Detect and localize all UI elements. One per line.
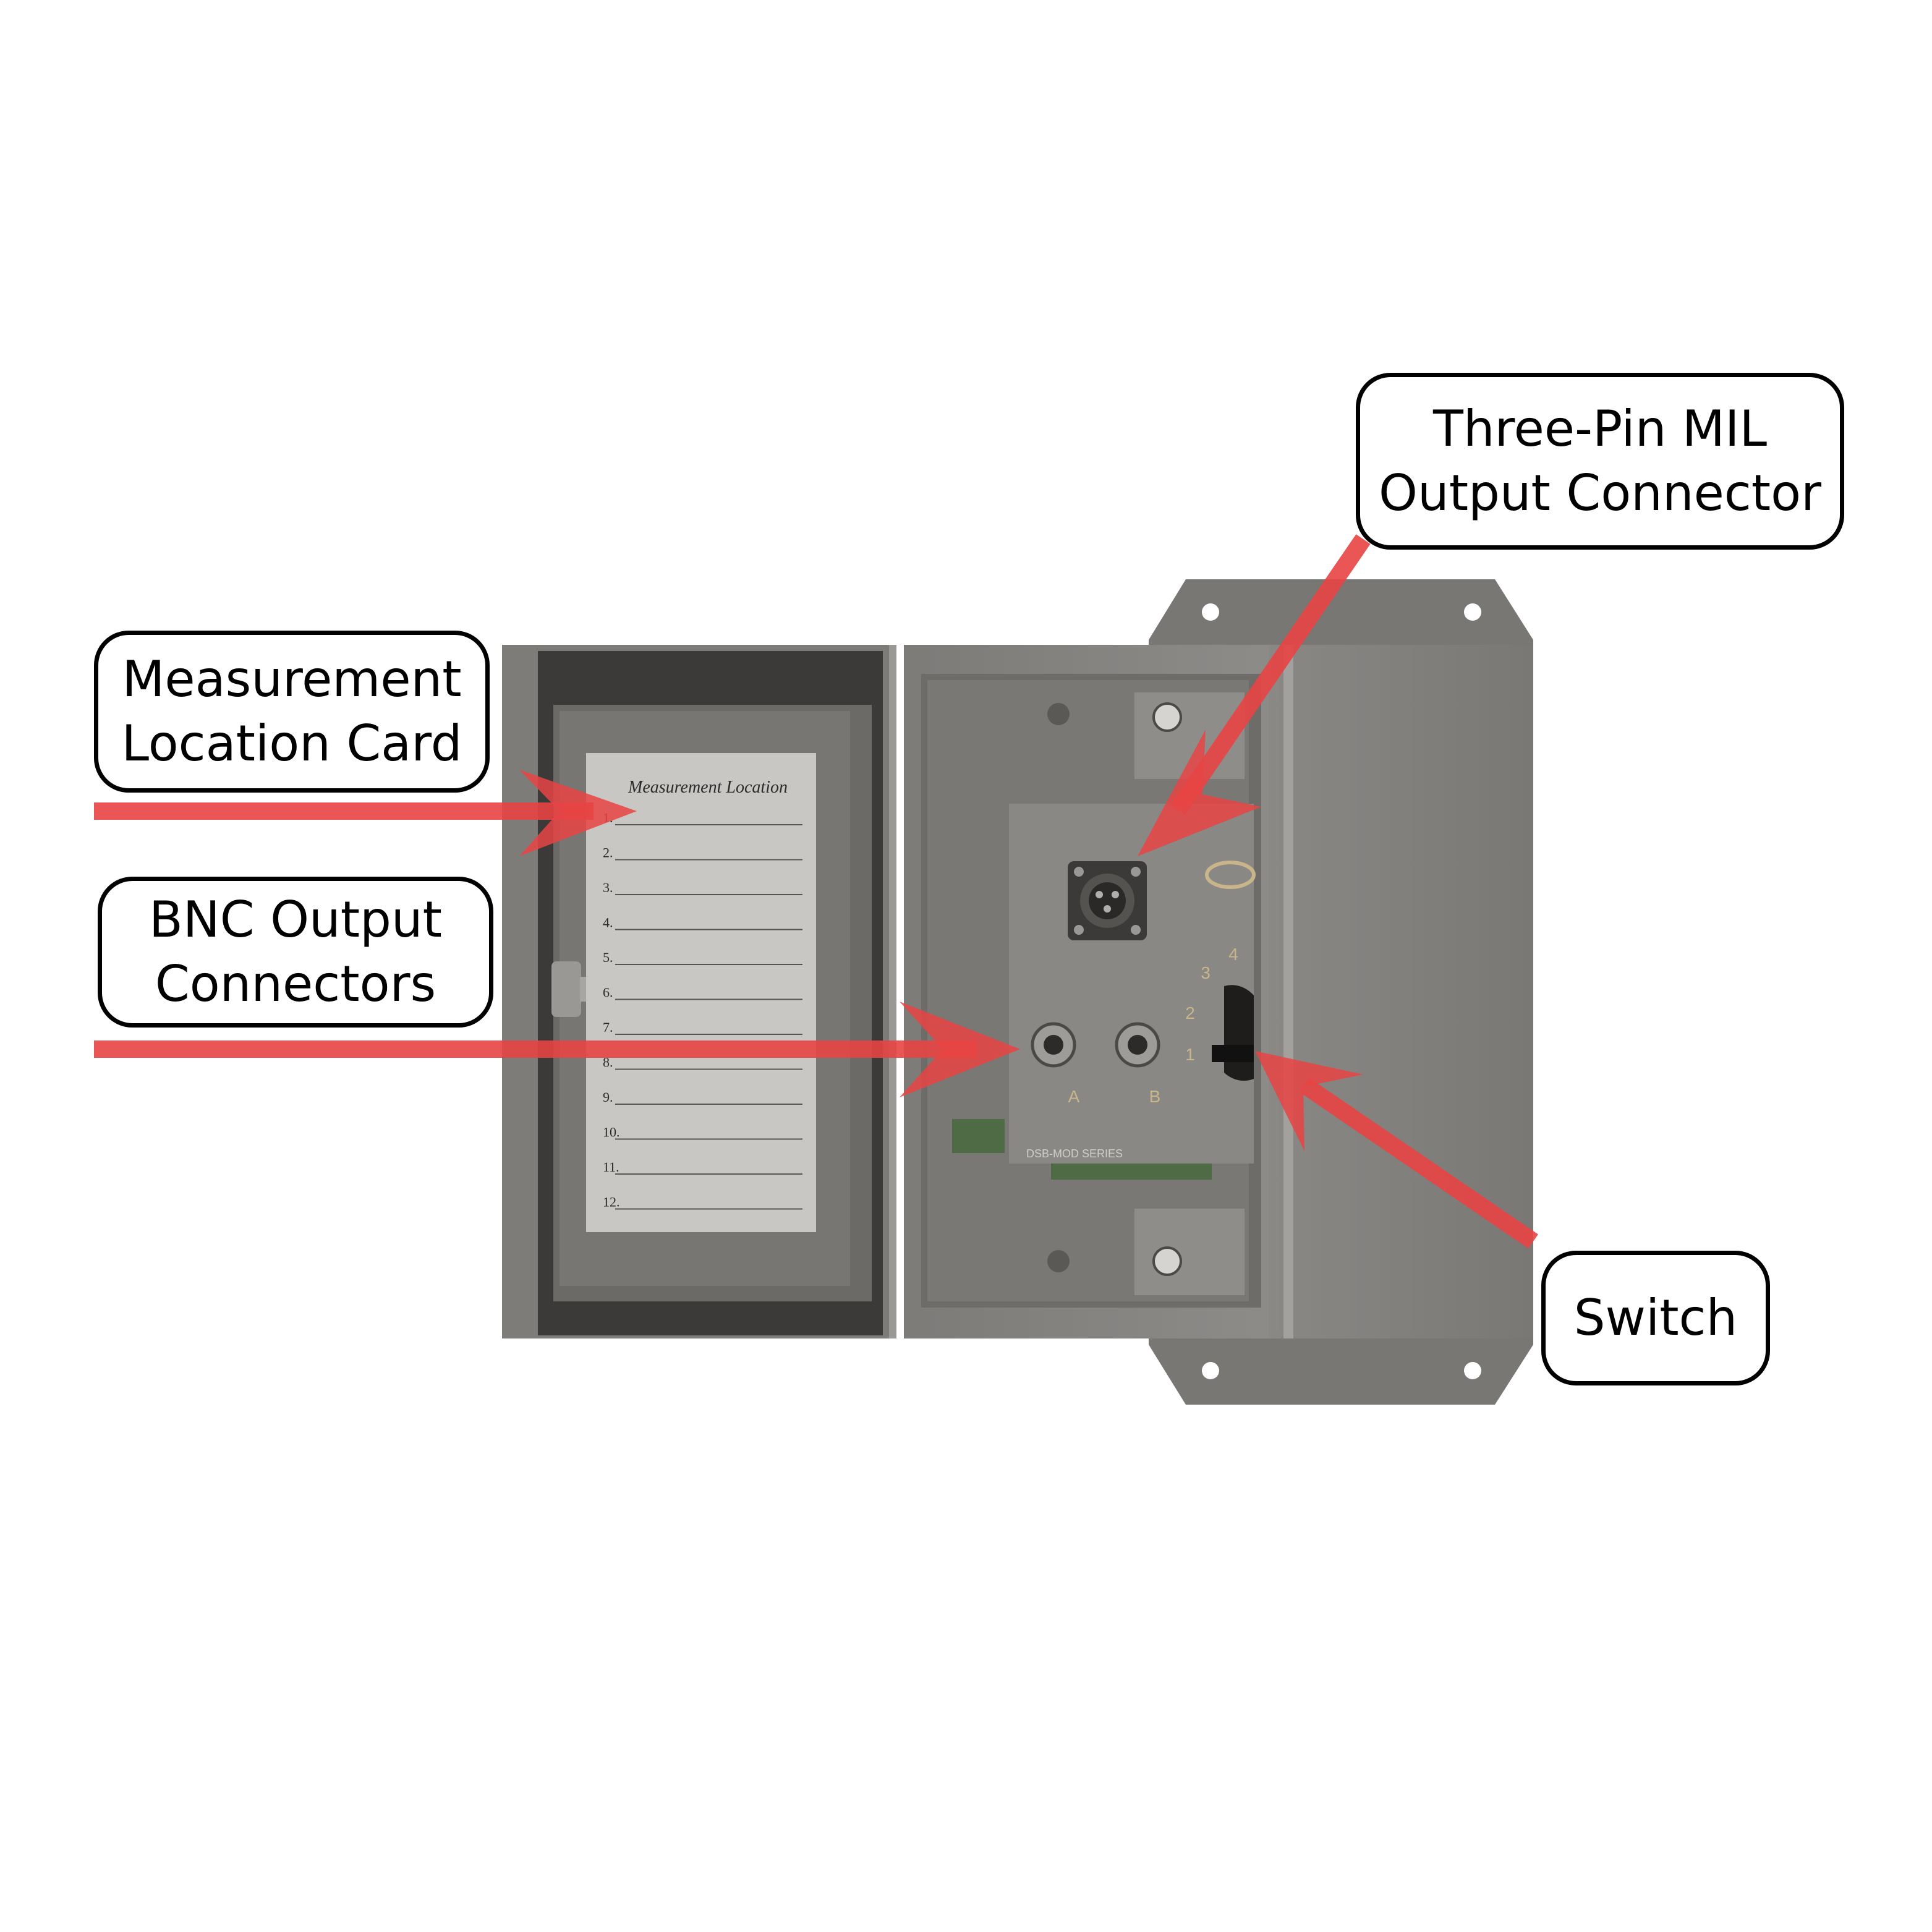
arrow-bnc-connectors bbox=[94, 1002, 1020, 1097]
card-row-number: 5. bbox=[603, 950, 613, 965]
callout-text: Location Card bbox=[121, 715, 462, 772]
bnc-label-a: A bbox=[1068, 1087, 1080, 1106]
switch-position-4: 4 bbox=[1228, 945, 1238, 964]
arrow-switch bbox=[1255, 1051, 1538, 1249]
card-row-number: 2. bbox=[603, 845, 613, 861]
measurement-location-card: Measurement Location 1.2.3.4.5.6.7.8.9.1… bbox=[586, 753, 816, 1232]
callout-switch: Switch bbox=[1541, 1251, 1770, 1385]
card-rows: 1.2.3.4.5.6.7.8.9.10.11.12. bbox=[603, 810, 802, 1210]
callout-location-card: Measurement Location Card bbox=[94, 631, 490, 793]
callout-text: Connectors bbox=[155, 955, 436, 1013]
card-row-number: 10. bbox=[603, 1125, 620, 1140]
callout-text: Output Connector bbox=[1379, 464, 1821, 522]
connector-panel: A B 1 2 3 4 DSB-MOD SERIES bbox=[1009, 804, 1256, 1164]
switch-position-2: 2 bbox=[1185, 1003, 1195, 1023]
mounting-hole bbox=[1202, 603, 1219, 621]
card-row-number: 12. bbox=[603, 1194, 620, 1210]
switch-position-1: 1 bbox=[1185, 1045, 1195, 1064]
card-row-number: 7. bbox=[603, 1019, 613, 1035]
callout-text: BNC Output bbox=[149, 891, 442, 948]
callout-text: Measurement bbox=[122, 650, 462, 708]
card-title: Measurement Location bbox=[628, 778, 788, 797]
switch-position-3: 3 bbox=[1201, 963, 1211, 982]
bnc-connector-b[interactable] bbox=[1115, 1022, 1160, 1068]
series-label: DSB-MOD SERIES bbox=[1026, 1147, 1123, 1160]
mil-connector[interactable] bbox=[1068, 861, 1147, 940]
callout-text: Three-Pin MIL bbox=[1432, 400, 1768, 457]
card-row-number: 8. bbox=[603, 1055, 613, 1070]
mounting-hole bbox=[1464, 1362, 1481, 1379]
logo-icon bbox=[1205, 861, 1256, 889]
card-row-number: 4. bbox=[603, 915, 613, 930]
callout-mil-connector: Three-Pin MIL Output Connector bbox=[1356, 373, 1844, 550]
mounting-hole bbox=[1464, 603, 1481, 621]
mounting-hole bbox=[1202, 1362, 1219, 1379]
bnc-connector-a[interactable] bbox=[1031, 1022, 1076, 1068]
card-row-number: 6. bbox=[603, 985, 613, 1000]
callout-bnc-connectors: BNC Output Connectors bbox=[98, 877, 493, 1028]
rotary-switch[interactable] bbox=[1212, 985, 1254, 1081]
card-row-number: 9. bbox=[603, 1089, 613, 1105]
card-row-number: 11. bbox=[603, 1159, 619, 1175]
enclosure-cover bbox=[1269, 645, 1533, 1338]
bnc-label-b: B bbox=[1149, 1087, 1161, 1106]
arrow-mil-connector bbox=[1138, 534, 1371, 856]
arrow-location-card bbox=[94, 770, 637, 856]
card-row-number: 3. bbox=[603, 880, 613, 895]
callout-text: Switch bbox=[1573, 1289, 1738, 1347]
